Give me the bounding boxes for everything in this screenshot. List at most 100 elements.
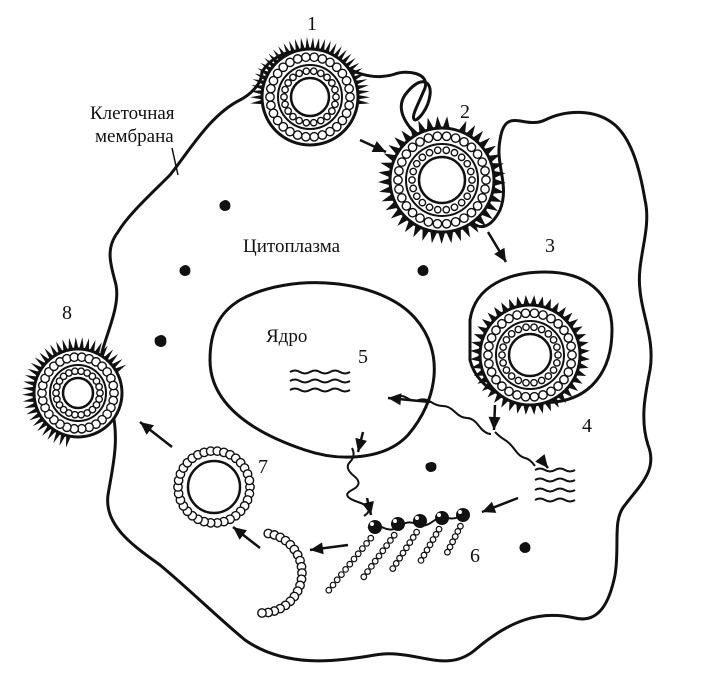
capsid-bead	[281, 100, 289, 109]
protein-bead	[387, 537, 394, 544]
nucleocapsid-core	[289, 76, 331, 118]
process-layer	[139, 138, 576, 594]
capsid-bead	[463, 159, 472, 168]
step-number-3: 3	[545, 235, 555, 257]
ribosome-subunit	[413, 514, 427, 528]
protein-bead	[325, 586, 333, 594]
capsid-bead	[457, 198, 466, 207]
virion-7-capsid	[173, 446, 255, 528]
capsid-bead	[466, 184, 475, 193]
capsid-bead	[499, 358, 508, 367]
protein-bead	[446, 543, 454, 551]
ribosome	[417, 511, 449, 564]
nucleocapsid-core	[61, 376, 95, 410]
capsid-bead	[418, 153, 427, 162]
capsid-bead	[325, 57, 335, 68]
capsid-bead	[265, 100, 276, 111]
capsid-bead	[514, 325, 523, 334]
protein-bead	[350, 555, 358, 563]
capsid-bead	[549, 366, 558, 375]
arrow-from-nucleus-head	[355, 437, 367, 452]
capsid-bead	[323, 112, 331, 121]
virions-layer	[22, 37, 590, 618]
capsid-bead	[83, 369, 92, 377]
capsid-bead	[432, 131, 443, 142]
capsid-bead	[512, 310, 522, 320]
capsid-bead	[553, 381, 564, 392]
capsid-bead	[432, 218, 443, 229]
step-number-4: 4	[582, 415, 592, 437]
arrow-4-to-6-head	[482, 501, 497, 513]
capsid-bead	[332, 93, 340, 101]
capsid-bead	[412, 192, 421, 201]
capsid-bead	[108, 380, 119, 391]
capsid-bead	[344, 83, 355, 94]
capsid-bead	[477, 192, 488, 203]
protein-bead	[342, 566, 350, 573]
capsid-bead	[502, 366, 511, 375]
capsid-bead	[477, 157, 488, 168]
released-genome	[394, 395, 492, 435]
arrow-to-strands-head	[535, 454, 548, 468]
capsid-bead	[546, 313, 556, 324]
capsid-bead	[331, 121, 342, 132]
protein-bead	[364, 568, 372, 575]
capsid-bead	[507, 372, 516, 381]
protein-bead	[389, 565, 397, 572]
capsid-bead	[272, 115, 283, 126]
capsid-bead	[415, 136, 425, 147]
organelle-dot	[154, 335, 167, 347]
capsid-bead	[546, 386, 556, 397]
capsid-bead	[459, 136, 469, 147]
capsid-bead	[491, 325, 501, 336]
capsid-bead	[317, 130, 328, 140]
capsid-bead	[257, 608, 267, 618]
virion-8-budding	[22, 337, 127, 448]
capsid-bead	[559, 374, 569, 385]
capsid-bead	[59, 372, 68, 381]
protein-bead	[371, 557, 379, 565]
capsid-bead	[491, 374, 501, 385]
protein-bead	[451, 533, 459, 540]
arrows-group	[139, 138, 549, 555]
protein-bead	[409, 534, 417, 541]
ribosome	[444, 508, 470, 556]
capsid-bead	[309, 67, 318, 76]
capsid-bead	[327, 107, 336, 115]
capsid-bead	[407, 142, 418, 153]
capsid-bead	[302, 118, 311, 127]
capsid-bead	[502, 335, 511, 344]
nucleocapsid-core	[417, 155, 467, 205]
capsid-bead	[504, 313, 514, 324]
arrow-to-nucleus-head	[388, 393, 402, 406]
capsid-bead	[281, 85, 289, 94]
capsid-bead	[278, 62, 289, 73]
capsid-bead	[450, 148, 459, 157]
capsid-bead	[396, 192, 407, 203]
protein-bead	[383, 542, 391, 549]
nucleocapsid-core	[507, 332, 553, 378]
protein-bead	[367, 534, 375, 542]
capsid-bead	[341, 108, 352, 119]
ribosome-highlight	[370, 522, 374, 526]
capsid-bead	[52, 389, 60, 397]
step-number-8: 8	[62, 302, 72, 324]
capsid-bead	[393, 175, 403, 185]
capsid-bead	[425, 148, 434, 157]
protein-bead	[354, 550, 362, 558]
ribosome-highlight	[393, 519, 397, 523]
protein-bead	[454, 528, 462, 535]
capsid-bead	[55, 377, 64, 386]
capsid-bead	[268, 75, 279, 86]
protein-bead	[429, 536, 437, 543]
capsid-bead	[59, 405, 68, 414]
organelle-dot	[417, 265, 429, 276]
capsid-bead	[442, 146, 451, 155]
capsid-bead	[412, 159, 421, 168]
capsid-bead	[433, 146, 442, 155]
cytoplasm-label: Цитоплазма	[243, 236, 341, 257]
capsid-bead	[327, 79, 336, 87]
step-number-6: 6	[470, 545, 480, 567]
capsid-bead	[507, 329, 516, 338]
capsid-bead	[295, 116, 304, 125]
